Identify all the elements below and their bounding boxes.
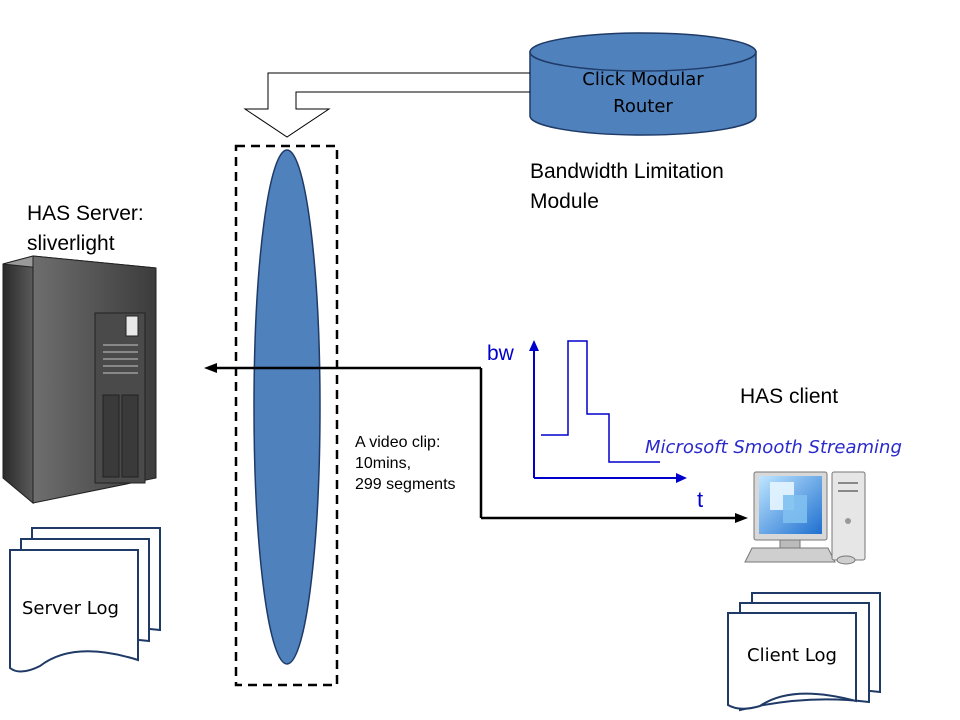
client-log-label: Client Log — [747, 645, 837, 666]
router-cylinder — [529, 32, 757, 136]
video-clip-line3: 299 segments — [355, 476, 456, 493]
server-title-line1: HAS Server: — [27, 202, 144, 225]
client-computer-icon — [744, 471, 866, 565]
server-title-line2: sliverlight — [27, 232, 115, 255]
bw-x-arrowhead — [676, 473, 687, 483]
client-log-icon — [727, 592, 881, 712]
server-log-label: Server Log — [22, 598, 119, 619]
video-clip-line1: A video clip: — [355, 434, 441, 451]
router-label: Click Modular Router — [548, 66, 738, 120]
server-tower-icon — [2, 255, 157, 505]
bw-step-line — [541, 340, 660, 463]
response-arrow — [481, 513, 748, 523]
t-axis-label: t — [697, 487, 704, 512]
bandwidth-module-label: Bandwidth Limitation Module — [530, 157, 724, 217]
router-label-line1: Click Modular — [582, 69, 704, 90]
bandwidth-ellipse — [253, 149, 321, 665]
server-log-icon — [9, 527, 161, 673]
video-clip-label: A video clip: 10mins, 299 segments — [355, 432, 456, 495]
request-arrow — [204, 363, 481, 373]
bw-axis-label: bw — [487, 342, 514, 365]
client-title: HAS client — [740, 385, 839, 408]
server-title: HAS Server: sliverlight — [27, 199, 144, 259]
bw-chart — [529, 340, 687, 483]
router-label-line2: Router — [613, 96, 673, 117]
bandwidth-module-line1: Bandwidth Limitation — [530, 160, 724, 183]
bandwidth-module-line2: Module — [530, 190, 599, 213]
bandwidth-limit-box — [234, 144, 339, 687]
bw-y-arrowhead — [529, 340, 539, 351]
client-subtitle: Microsoft Smooth Streaming — [645, 437, 902, 458]
router-arrow — [243, 72, 530, 138]
video-clip-line2: 10mins, — [355, 455, 412, 472]
